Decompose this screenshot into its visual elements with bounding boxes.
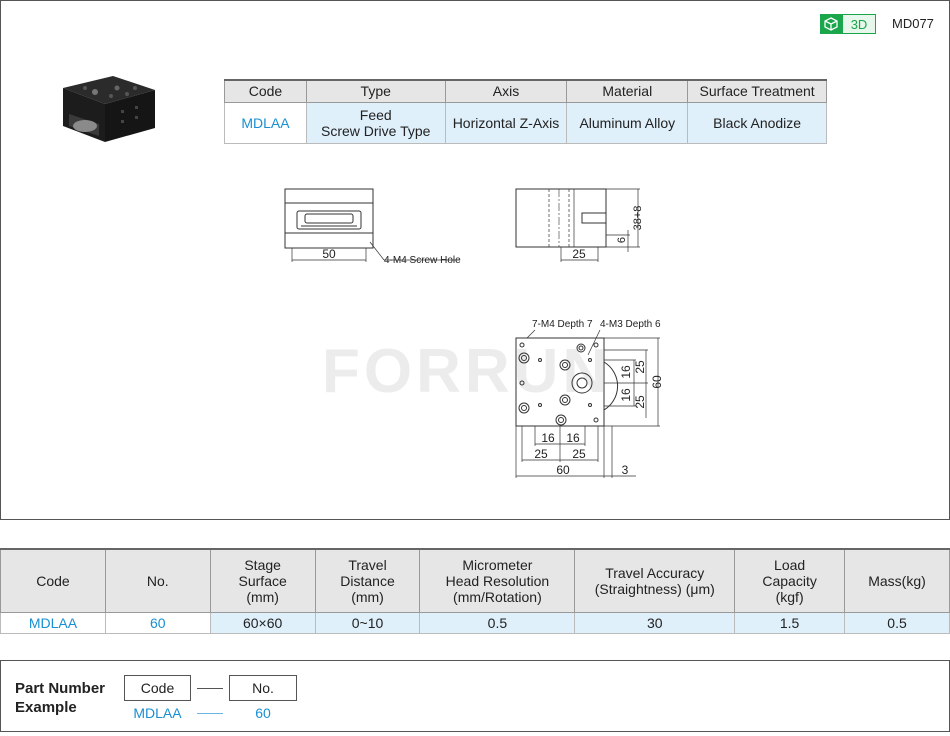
cell-surface: Black Anodize <box>687 101 827 144</box>
cell-mass: 0.5 <box>844 611 950 634</box>
top-note-left: 7-M4 Depth 7 <box>532 319 593 330</box>
dim-16-left: 16 <box>541 431 555 445</box>
code-box: Code <box>124 675 191 701</box>
front-dim-50: 50 <box>322 247 336 261</box>
dim-16-right: 16 <box>566 431 580 445</box>
col-code: Code <box>224 79 307 103</box>
no-value[interactable]: 60 <box>255 705 271 721</box>
col-accuracy: Travel Accuracy(Straightness) (μm) <box>574 548 736 613</box>
col-material: Material <box>566 79 689 103</box>
model-number: MD077 <box>892 16 934 31</box>
top-view <box>515 329 660 478</box>
side-dim-6: 6 <box>616 237 628 243</box>
dim-3: 3 <box>622 463 629 477</box>
cell-code[interactable]: MDLAA <box>224 101 307 144</box>
col-code: Code <box>0 548 106 613</box>
cell-axis: Horizontal Z-Axis <box>444 101 568 144</box>
no-box: No. <box>229 675 297 701</box>
cell-resolution: 0.5 <box>419 611 576 634</box>
separator-dash-value <box>197 713 223 714</box>
cell-no[interactable]: 60 <box>104 611 211 634</box>
technical-drawing: FORRUN 50 4-M4 Screw Hole 25 38+8 6 <box>284 188 664 478</box>
part-number-title: Part Number Example <box>15 680 106 716</box>
side-dim-38: 38+8 <box>632 206 644 231</box>
code-value[interactable]: MDLAA <box>133 705 182 721</box>
table-row: MDLAA 60 60×60 0~10 0.5 30 1.5 0.5 <box>0 611 950 634</box>
product-photo <box>55 68 160 163</box>
cell-stage: 60×60 <box>209 611 316 634</box>
3d-model-badge[interactable]: 3D <box>820 14 876 34</box>
3d-label: 3D <box>842 14 876 34</box>
cell-material: Aluminum Alloy <box>566 101 689 144</box>
spec-table: Code Type Axis Material Surface Treatmen… <box>224 79 827 144</box>
side-dim-25: 25 <box>572 247 586 261</box>
dim-25-bottom: 25 <box>633 395 647 409</box>
front-note: 4-M4 Screw Hole <box>384 255 461 266</box>
col-axis: Axis <box>444 79 568 103</box>
side-view <box>515 188 640 262</box>
dim-25-left: 25 <box>534 447 548 461</box>
top-note-right: 4-M3 Depth 6 <box>600 319 661 330</box>
cell-code[interactable]: MDLAA <box>0 611 106 634</box>
cube-icon <box>820 14 842 34</box>
dim-25-top: 25 <box>633 360 647 374</box>
cell-load: 1.5 <box>734 611 846 634</box>
col-no: No. <box>104 548 211 613</box>
dim-60-right: 60 <box>650 375 664 389</box>
cell-travel: 0~10 <box>314 611 421 634</box>
part-number-example: Part Number Example Code No. MDLAA 60 <box>0 660 950 732</box>
front-view <box>284 188 460 262</box>
separator-dash <box>197 688 223 689</box>
cell-accuracy: 30 <box>574 611 736 634</box>
dim-60-bottom: 60 <box>556 463 570 477</box>
watermark: FORRUN <box>322 337 611 406</box>
dim-16-bottom: 16 <box>619 388 633 402</box>
dim-16-top: 16 <box>619 365 633 379</box>
dim-25-right: 25 <box>572 447 586 461</box>
col-mass: Mass(kg) <box>844 548 950 613</box>
